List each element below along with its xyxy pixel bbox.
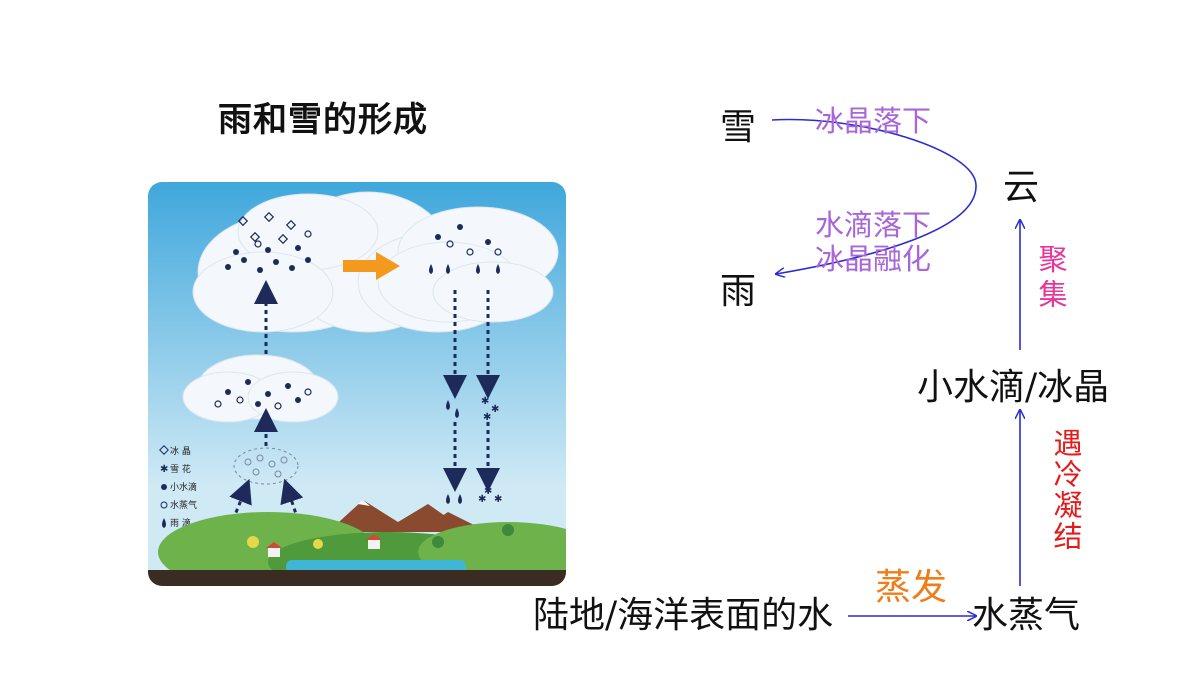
- svg-text:✱: ✱: [494, 494, 502, 505]
- label-drop-fall-line1: 水滴落下: [815, 208, 932, 242]
- landscape: [148, 500, 566, 586]
- orange-arrow: [343, 252, 400, 280]
- label-evaporate: 蒸发: [875, 567, 948, 608]
- svg-text:✱: ✱: [491, 404, 499, 415]
- node-snow: 雪: [720, 107, 757, 148]
- svg-text:✱: ✱: [160, 464, 168, 475]
- svg-text:✱: ✱: [481, 396, 489, 407]
- svg-text:✱: ✱: [478, 494, 486, 505]
- label-drop-fall: 水滴落下 冰晶融化: [815, 208, 931, 276]
- label-ice-fall: 冰晶落下: [815, 104, 932, 138]
- legend: 冰 晶 ✱ 雪 花 小水滴 水蒸气 雨 滴: [159, 445, 197, 529]
- legend-item: 冰 晶: [170, 445, 191, 457]
- svg-text:✱: ✱: [484, 486, 492, 497]
- label-gather: 聚集: [1034, 244, 1068, 314]
- svg-text:✱: ✱: [483, 412, 491, 423]
- label-cool: 遇冷凝结: [1049, 428, 1083, 552]
- water-cycle-illustration: ✱✱✱ ✱✱✱ 冰 晶 ✱ 雪 花 小水滴 水蒸气 雨 滴: [148, 182, 566, 586]
- vapor-ellipse: [233, 447, 299, 485]
- node-rain: 雨: [720, 271, 757, 312]
- page-title: 雨和雪的形成: [218, 100, 428, 140]
- cloud-upper-right: [377, 206, 559, 323]
- legend-item: 雪 花: [170, 463, 191, 475]
- node-vapor: 水蒸气: [972, 595, 1081, 636]
- node-droplets: 小水滴/冰晶: [917, 367, 1110, 408]
- node-cloud: 云: [1003, 167, 1040, 208]
- node-surface-water: 陆地/海洋表面的水: [533, 595, 834, 636]
- label-drop-fall-line2: 冰晶融化: [815, 242, 932, 276]
- particles-upper: [225, 245, 311, 273]
- legend-item: 小水滴: [170, 481, 197, 493]
- cloud-middle: [182, 354, 339, 423]
- legend-item: 水蒸气: [170, 499, 197, 511]
